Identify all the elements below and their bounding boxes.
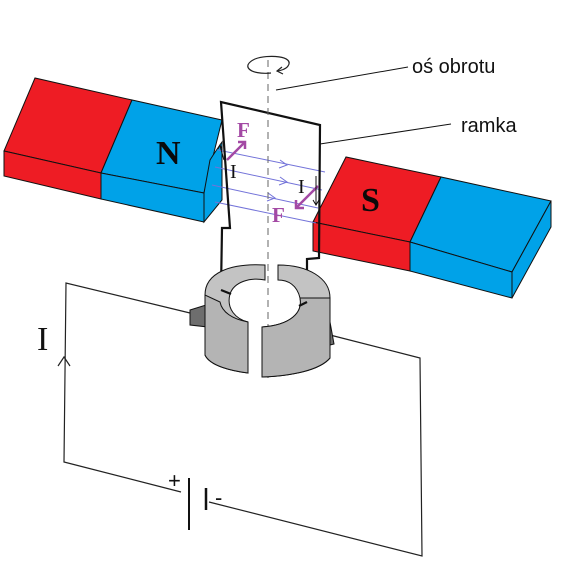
wire-current-arrows [217,143,320,206]
current-arrow [57,355,71,367]
circuit-current-label: I [37,321,48,358]
frame [219,100,322,302]
south-pole-label: S [361,182,380,219]
force-arrows [226,140,319,210]
leader-lines [275,66,452,145]
magnet-south [312,156,552,299]
force-label-top: F [237,118,250,142]
commutator [189,264,335,378]
axis-label: oś obrotu [412,56,495,78]
north-pole-label: N [156,135,181,172]
circuit-wires [63,282,423,557]
battery-plus-label: + [168,468,181,493]
current-label-left-wire: I [230,161,237,183]
battery-minus-label: - [215,485,222,510]
magnet-north [3,77,223,224]
rotation-arrow-icon [247,55,290,75]
frame-leads [220,288,308,307]
frame-label: ramka [461,115,517,137]
force-label-bottom: F [272,203,285,227]
current-label-right-wire: I [298,176,305,198]
battery [188,478,208,530]
